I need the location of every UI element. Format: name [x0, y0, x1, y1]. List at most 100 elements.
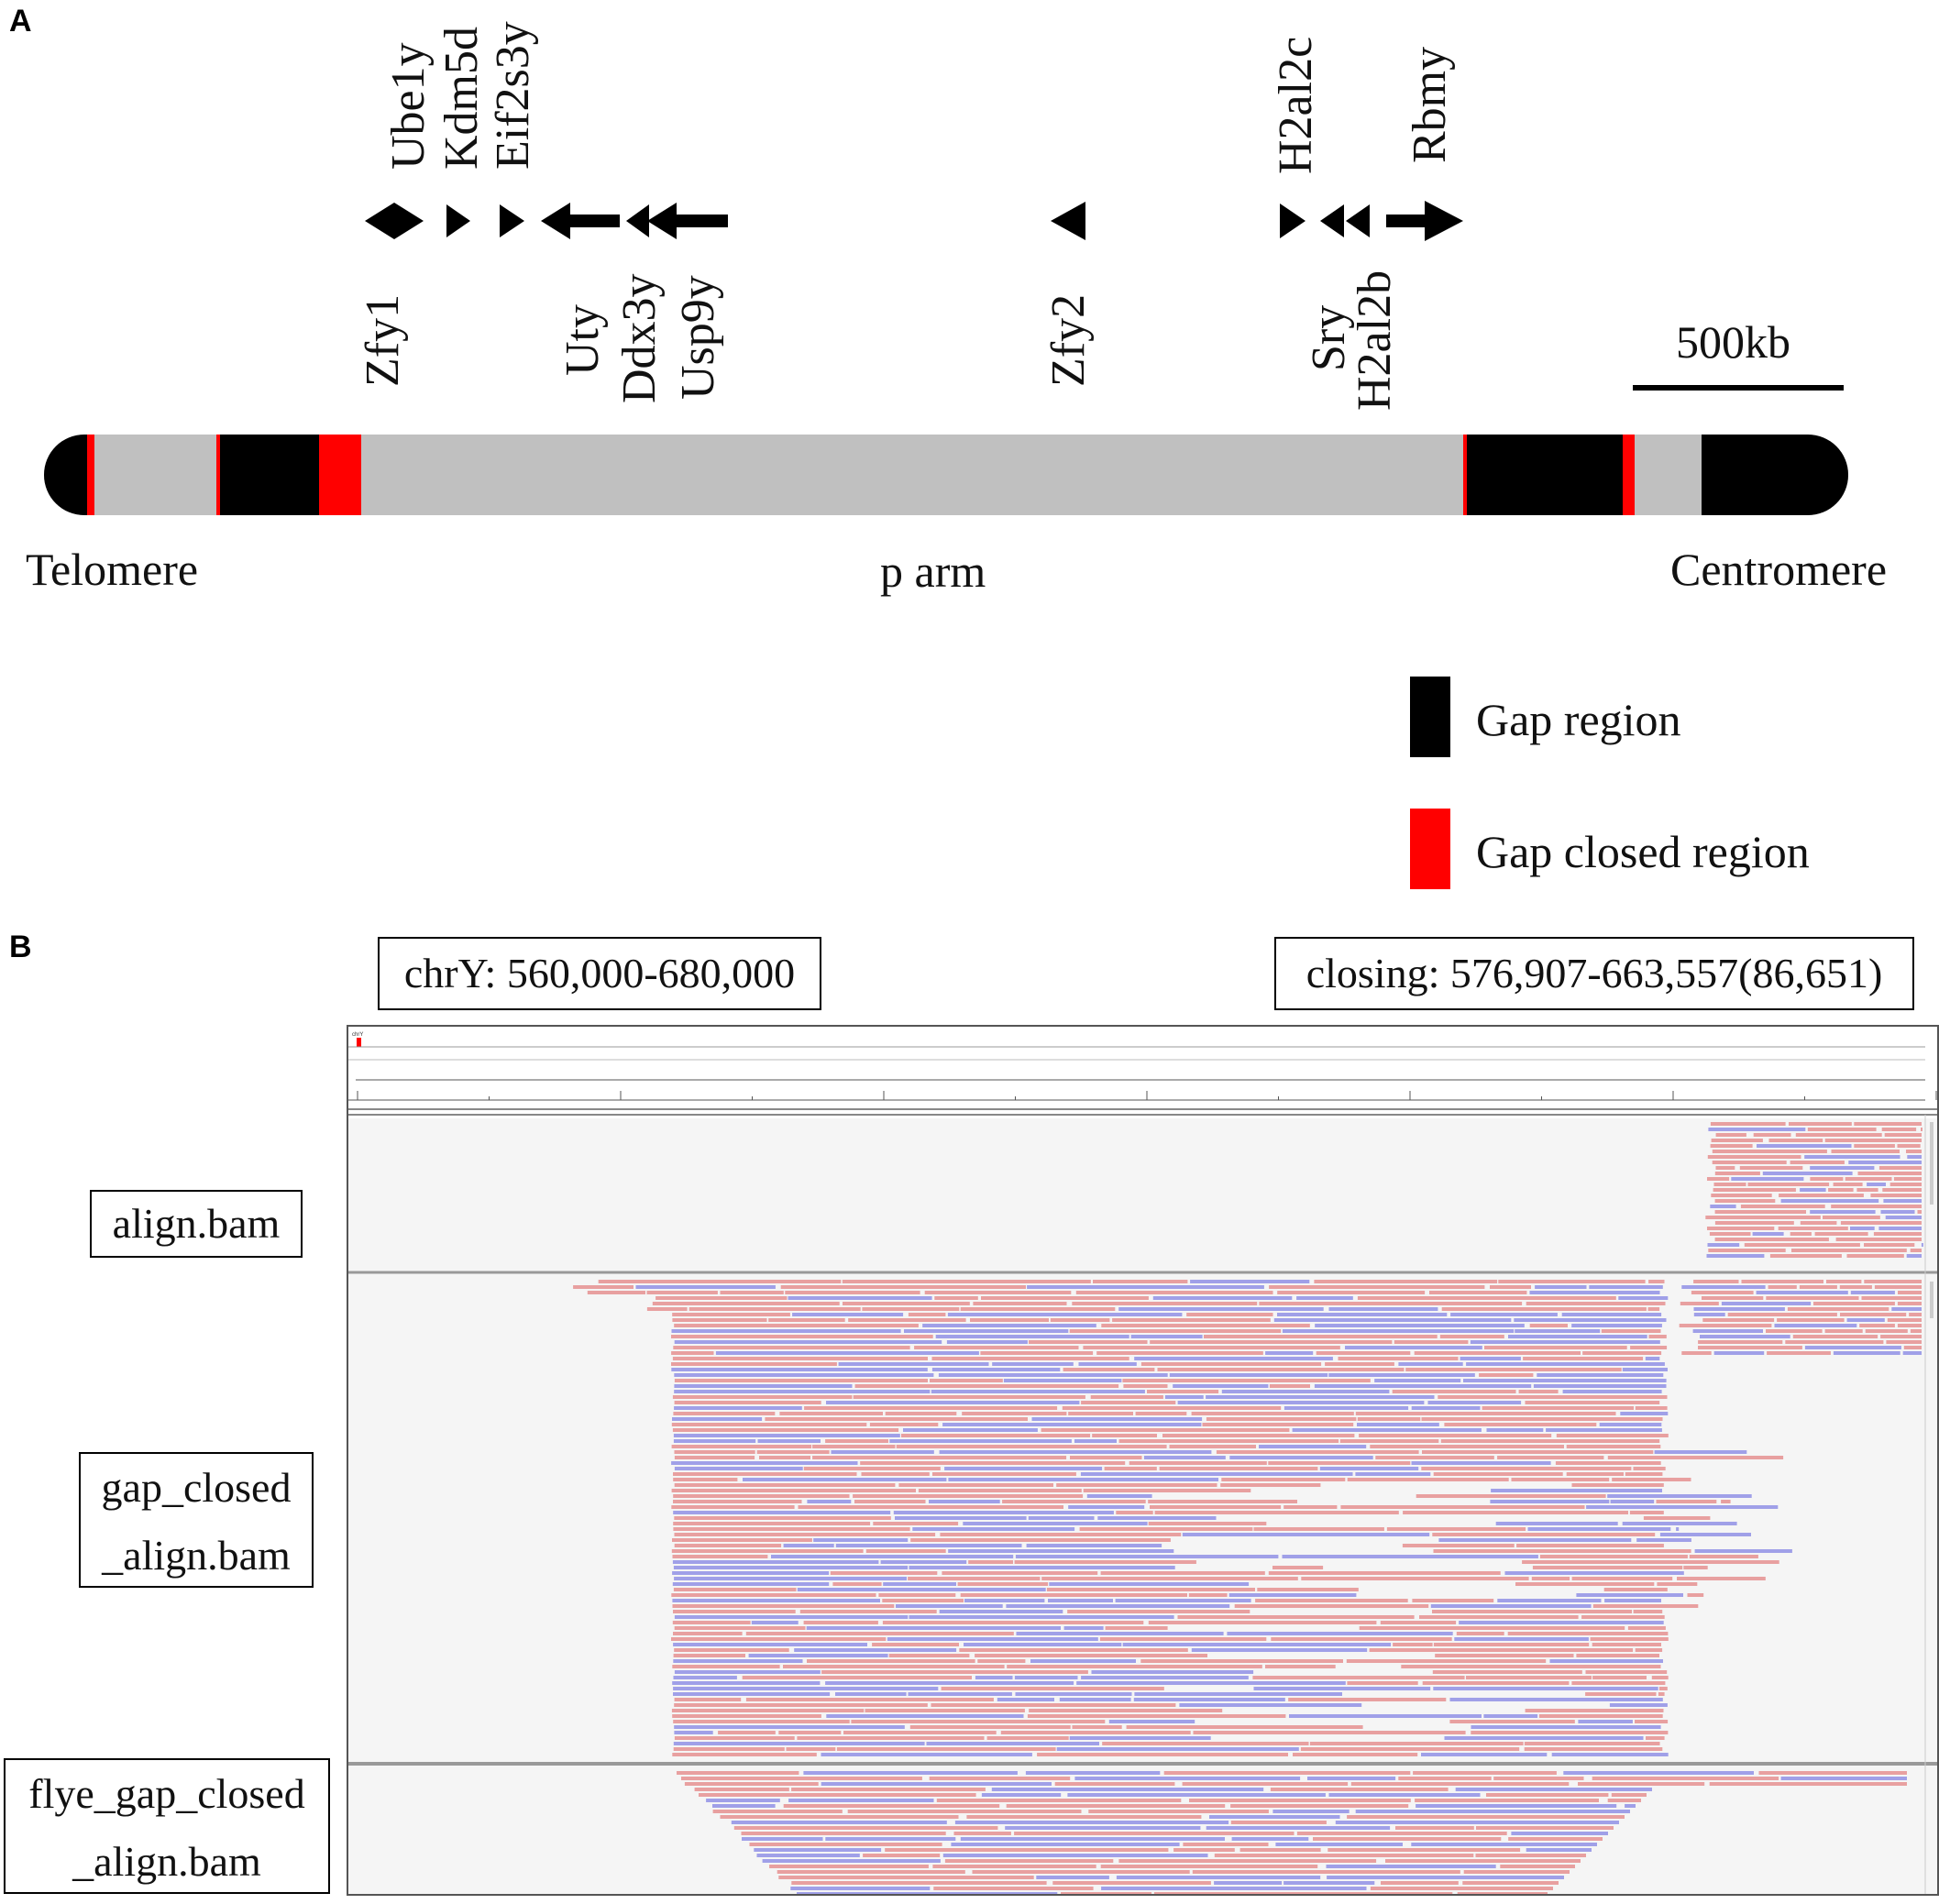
read — [975, 1654, 1207, 1657]
read — [1537, 1373, 1664, 1377]
read — [1183, 1843, 1269, 1846]
read — [673, 1632, 743, 1635]
read — [940, 1533, 1182, 1536]
read — [1711, 1194, 1772, 1197]
read — [671, 1637, 887, 1641]
scrollbar — [1930, 1122, 1933, 1205]
gap-region — [220, 435, 319, 515]
read — [933, 1887, 1094, 1890]
read — [674, 1384, 853, 1388]
read — [1455, 1788, 1652, 1791]
read — [901, 1434, 1091, 1437]
read — [830, 1571, 938, 1575]
read — [778, 1876, 1034, 1879]
read — [1712, 1150, 1827, 1153]
read — [1897, 1302, 1922, 1305]
read — [1275, 1843, 1403, 1846]
read — [1846, 1318, 1885, 1322]
read — [1531, 1577, 1570, 1580]
read — [1607, 1799, 1641, 1802]
read — [1296, 1296, 1353, 1300]
read — [1656, 1500, 1717, 1503]
read — [672, 1582, 830, 1586]
read — [674, 1450, 755, 1454]
read — [1444, 1736, 1644, 1740]
read — [1164, 1395, 1204, 1399]
gap-region — [1467, 435, 1623, 515]
read — [1421, 1417, 1663, 1421]
read — [1099, 1637, 1267, 1641]
read — [1081, 1401, 1176, 1404]
read — [843, 1302, 970, 1305]
scale-bar-label: 500kb — [1676, 316, 1790, 368]
read — [806, 1626, 1061, 1630]
read — [1282, 1329, 1515, 1333]
read — [1507, 1632, 1669, 1635]
read — [986, 1736, 1069, 1740]
read — [842, 1280, 1091, 1283]
read — [1887, 1318, 1922, 1322]
rbmy-arrow-icon — [1386, 201, 1463, 241]
read — [1411, 1843, 1597, 1846]
read — [1800, 1221, 1837, 1225]
read — [1307, 1777, 1396, 1780]
read — [1691, 1291, 1754, 1294]
read — [1063, 1368, 1155, 1371]
read — [1015, 1555, 1279, 1558]
read — [1068, 1412, 1133, 1415]
read — [1143, 1456, 1226, 1459]
read — [1627, 1626, 1666, 1630]
read — [672, 1621, 751, 1624]
read — [673, 1439, 756, 1443]
read — [1490, 1500, 1610, 1503]
read — [1470, 1340, 1660, 1344]
read — [1610, 1500, 1655, 1503]
read — [672, 1417, 763, 1421]
gap-region — [44, 435, 87, 515]
read — [1713, 1351, 1765, 1355]
read — [742, 1676, 972, 1679]
read — [1081, 1676, 1249, 1679]
read — [1713, 1183, 1746, 1186]
read — [1518, 1390, 1559, 1393]
read — [1546, 1428, 1662, 1432]
read — [745, 1698, 994, 1701]
read — [878, 1593, 956, 1597]
read — [872, 1643, 959, 1646]
read — [1582, 1351, 1662, 1355]
read — [931, 1368, 1061, 1371]
read — [1126, 1725, 1363, 1729]
read — [673, 1522, 871, 1525]
read — [1482, 1406, 1634, 1410]
read — [1096, 1351, 1263, 1355]
read — [1903, 1346, 1922, 1349]
read — [832, 1582, 882, 1586]
read — [1049, 1582, 1250, 1586]
read — [1041, 1428, 1290, 1432]
read — [1300, 1747, 1520, 1751]
read — [673, 1511, 891, 1514]
read — [1257, 1588, 1359, 1591]
read — [674, 1406, 802, 1410]
read — [1885, 1216, 1922, 1219]
read — [671, 1489, 916, 1492]
read — [1714, 1210, 1806, 1214]
read — [825, 1837, 956, 1841]
read — [672, 1753, 817, 1756]
read — [743, 1478, 947, 1481]
read — [672, 1395, 853, 1399]
read — [963, 1522, 1148, 1525]
read — [769, 1865, 929, 1868]
read — [1471, 1725, 1661, 1729]
read — [1590, 1637, 1669, 1641]
read — [1357, 1417, 1421, 1421]
read — [835, 1692, 907, 1696]
read — [1411, 1406, 1481, 1410]
read — [1854, 1144, 1895, 1148]
read — [1179, 1703, 1362, 1707]
read — [1007, 1665, 1262, 1668]
read — [821, 1753, 1032, 1756]
read — [1476, 1826, 1614, 1830]
read — [938, 1373, 1168, 1377]
read — [1216, 1450, 1419, 1454]
